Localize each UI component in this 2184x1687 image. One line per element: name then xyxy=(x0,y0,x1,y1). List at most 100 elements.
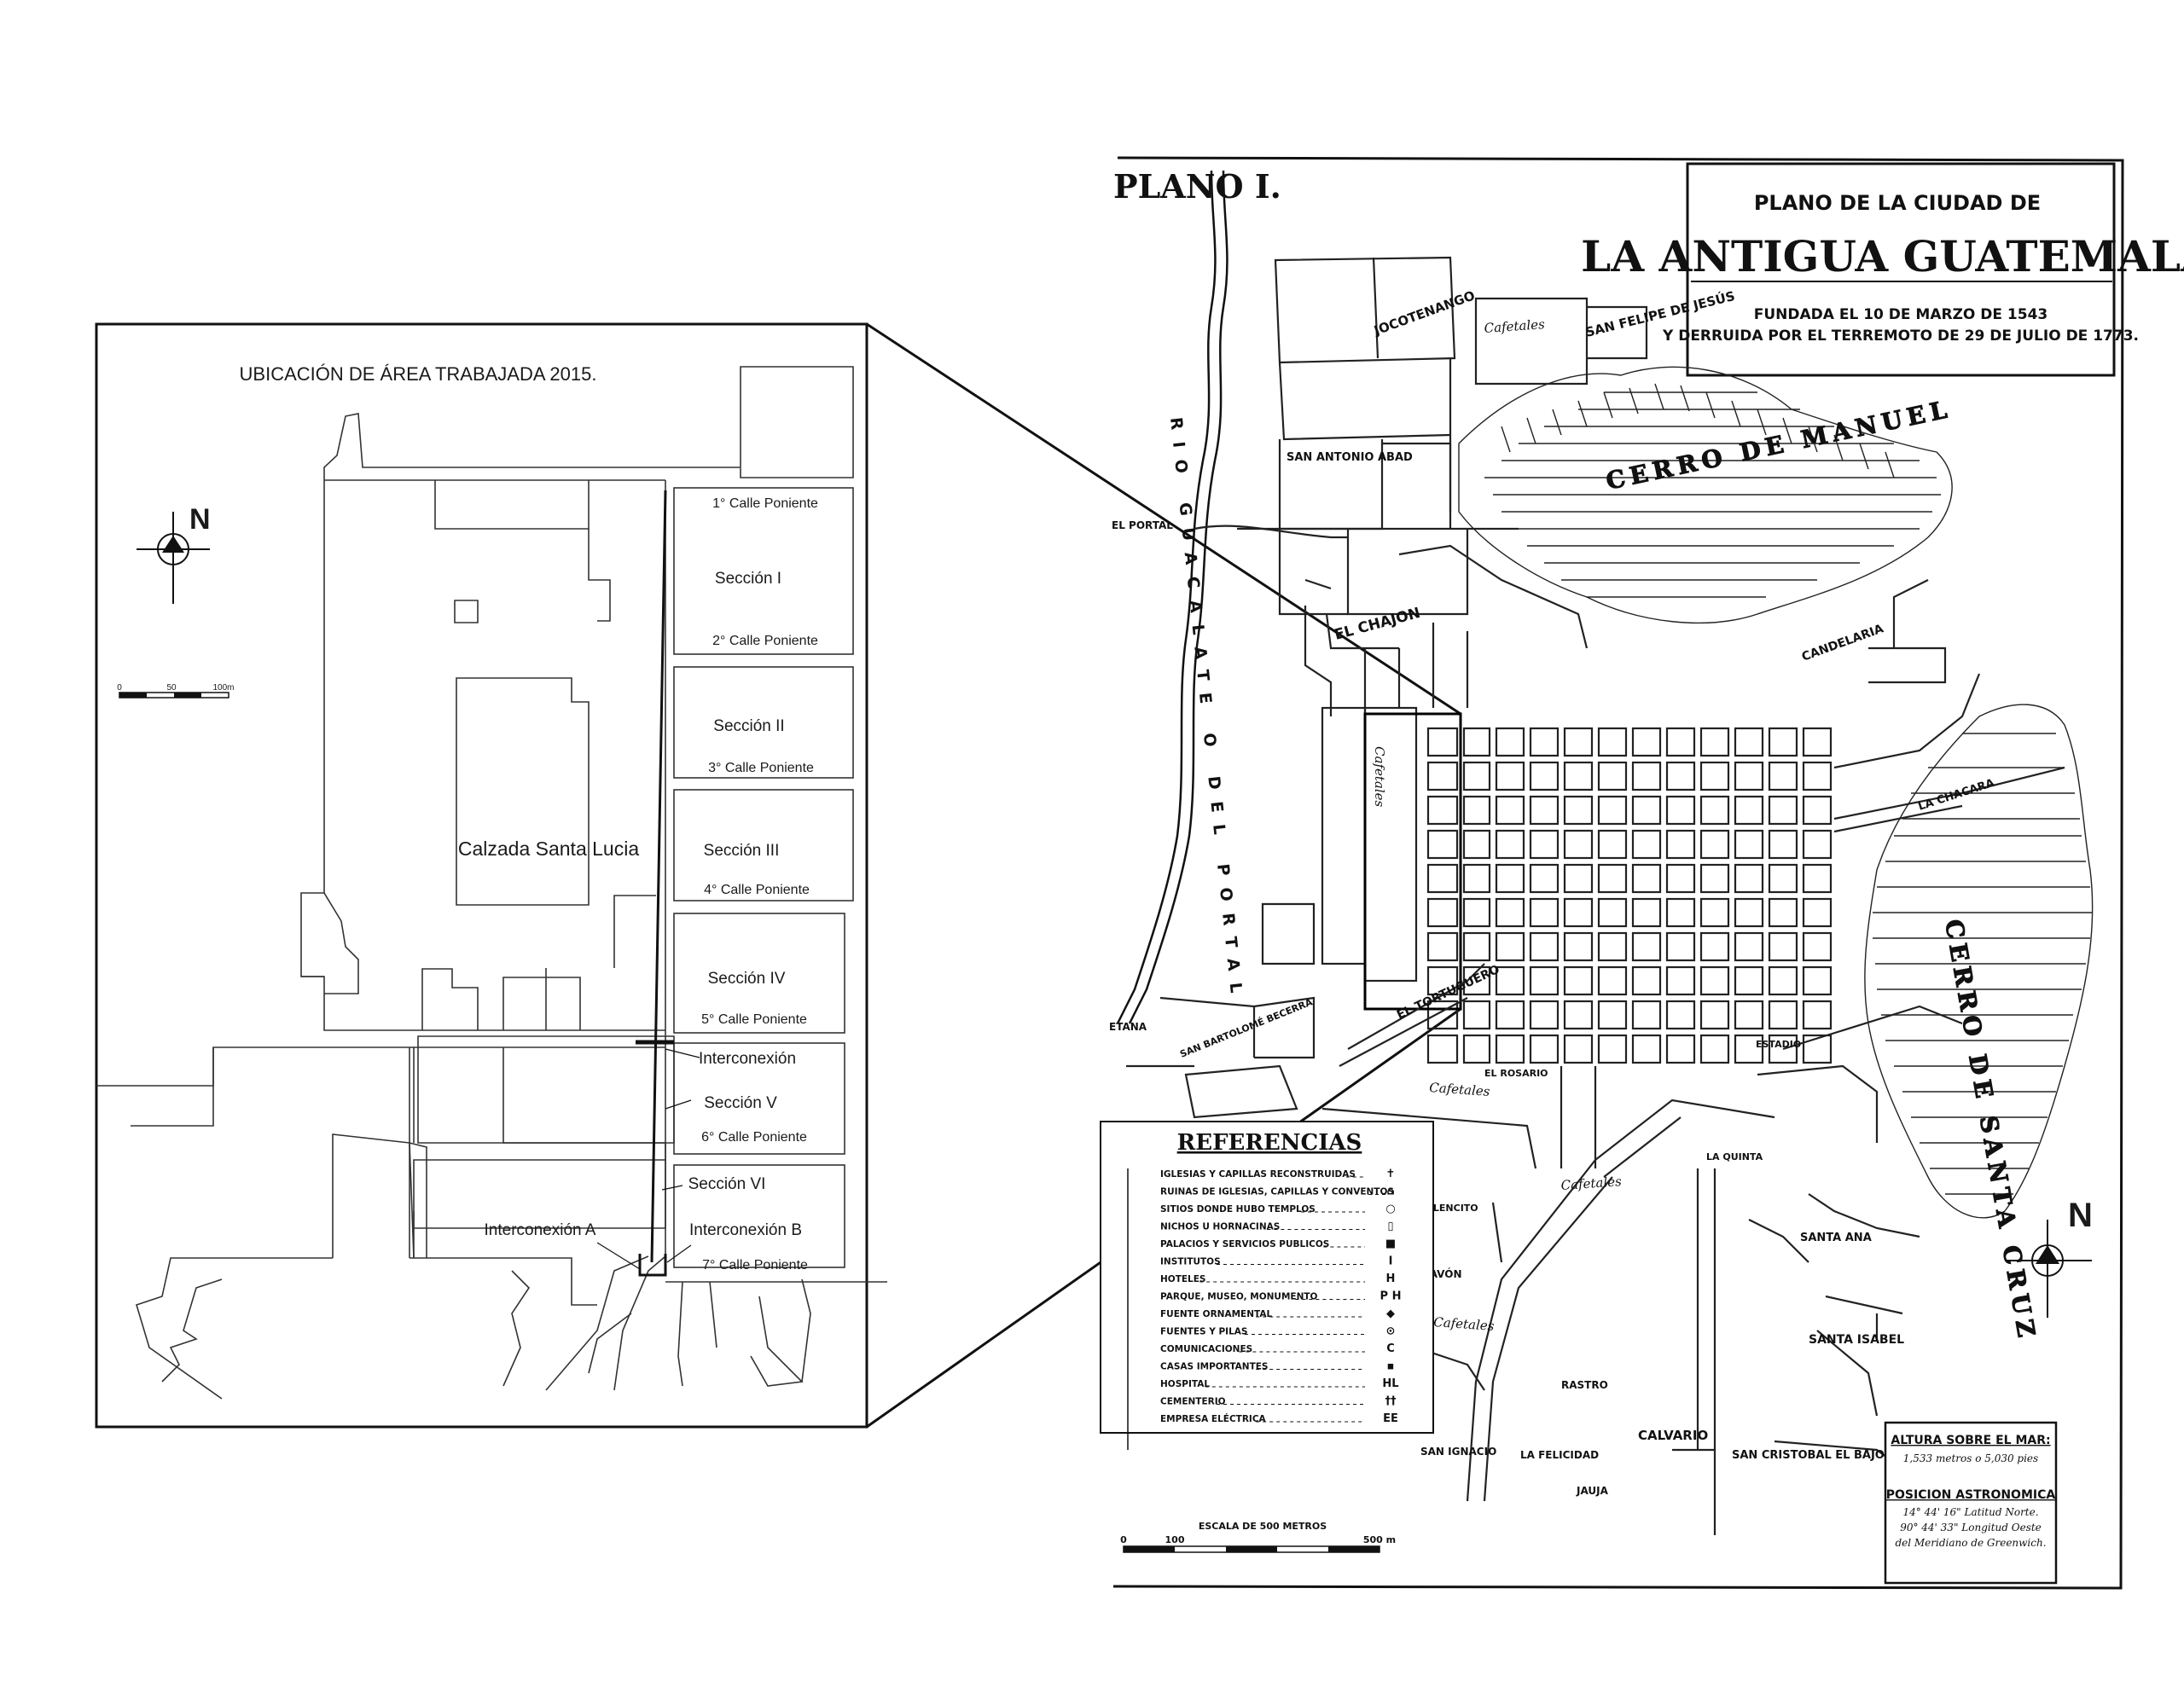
city-block xyxy=(1462,1000,1491,1030)
inset-scale-100: 100m xyxy=(212,683,234,693)
position-box: ALTURA SOBRE EL MAR: 1,533 metros o 5,03… xyxy=(1884,1421,2058,1585)
calzada-label: Calzada Santa Lucia xyxy=(458,838,639,860)
city-block xyxy=(1529,863,1560,894)
north-suburbs xyxy=(1194,256,1648,716)
river-label: RIO GUACALATE O DEL PORTAL xyxy=(1166,416,1246,1006)
section-4-bottom-street: 5° Calle Poniente xyxy=(701,1012,807,1027)
city-block xyxy=(1768,965,1798,996)
city-block xyxy=(1462,965,1491,996)
label-la-quinta: LA QUINTA xyxy=(1706,1151,1763,1162)
city-block xyxy=(1597,1000,1628,1030)
city-block xyxy=(1462,829,1491,860)
city-block xyxy=(1734,761,1764,791)
map-scale-0: 0 xyxy=(1120,1534,1127,1545)
reference-symbol: †† xyxy=(1385,1395,1397,1408)
city-block xyxy=(1699,795,1730,826)
city-block xyxy=(1597,761,1628,791)
city-block xyxy=(1563,965,1594,996)
section-4-label: Sección IV xyxy=(708,970,786,988)
city-block xyxy=(1734,1034,1764,1064)
city-block xyxy=(1597,1034,1628,1064)
city-block xyxy=(1665,931,1696,962)
city-block xyxy=(1563,863,1594,894)
interconexion-b-label: Interconexión B xyxy=(689,1221,802,1239)
city-block xyxy=(1426,931,1459,962)
inset-section-labels: 1° Calle Poniente Sección I 2° Calle Pon… xyxy=(485,496,819,1272)
city-block xyxy=(1495,761,1525,791)
cerro-santa-cruz-hatching: CERRO DE SANTA CRUZ xyxy=(1864,704,2094,1344)
city-block xyxy=(1802,1034,1833,1064)
label-cafetales-1: Cafetales xyxy=(1484,316,1546,336)
city-block xyxy=(1495,1000,1525,1030)
label-cafetales-4: Cafetales xyxy=(1433,1314,1496,1334)
label-san-ignacio: SAN IGNACIO xyxy=(1420,1446,1496,1458)
reference-symbol: H xyxy=(1386,1272,1396,1285)
scale-title: ESCALA DE 500 METROS xyxy=(1199,1521,1327,1532)
reference-item: PARQUE, MUSEO, MONUMENTO xyxy=(1160,1292,1318,1302)
city-block xyxy=(1665,795,1696,826)
section-3-bottom-street: 4° Calle Poniente xyxy=(704,883,810,897)
city-block xyxy=(1495,829,1525,860)
label-estadio: ESTADIO xyxy=(1756,1039,1801,1050)
city-block xyxy=(1734,897,1764,928)
city-block xyxy=(1734,863,1764,894)
label-cafetales-3: Cafetales xyxy=(1560,1174,1623,1193)
map-scale-bar: 0 100 500 m xyxy=(1120,1534,1396,1553)
city-block xyxy=(1802,727,1833,757)
city-block xyxy=(1665,829,1696,860)
city-block xyxy=(1597,931,1628,962)
city-block xyxy=(1699,965,1730,996)
subtitle-line-1: FUNDADA EL 10 DE MARZO DE 1543 xyxy=(1754,306,2048,323)
city-block xyxy=(1699,727,1730,757)
label-cafetales-5: Cafetales xyxy=(1372,746,1387,807)
city-block xyxy=(1495,795,1525,826)
position-line-2: 90° 44' 33" Longitud Oeste xyxy=(1900,1522,2042,1533)
city-block xyxy=(1802,829,1833,860)
city-block xyxy=(1631,761,1662,791)
city-block xyxy=(1631,897,1662,928)
city-block xyxy=(1631,931,1662,962)
city-block xyxy=(1462,727,1491,757)
inset-parcels xyxy=(96,366,887,1400)
plano-label: PLANO I. xyxy=(1113,167,1281,206)
reference-symbol: ✝ xyxy=(1386,1168,1396,1180)
study-area-rectangle xyxy=(1363,712,1462,1011)
city-block xyxy=(1734,965,1764,996)
title-line-2: LA ANTIGUA GUATEMALA xyxy=(1581,231,2184,281)
section-5-label: Sección V xyxy=(704,1094,777,1112)
city-block xyxy=(1768,863,1798,894)
reference-item: SITIOS DONDE HUBO TEMPLOS xyxy=(1160,1204,1316,1215)
label-el-rosario: EL ROSARIO xyxy=(1484,1068,1548,1079)
city-block xyxy=(1462,931,1491,962)
city-grid xyxy=(1321,706,1833,1064)
city-block xyxy=(1665,761,1696,791)
section-5-bottom-street: 6° Calle Poniente xyxy=(701,1130,807,1145)
reference-item: FUENTE ORNAMENTAL xyxy=(1160,1309,1272,1319)
city-block xyxy=(1665,1034,1696,1064)
historic-map: PLANO I. PLANO DE LA CIUDAD DE LA ANTIGU… xyxy=(1100,156,2184,1590)
inset-title: UBICACIÓN DE ÁREA TRABAJADA 2015. xyxy=(240,363,597,385)
label-santa-isabel: SANTA ISABEL xyxy=(1809,1333,1904,1347)
reference-item: FUENTES Y PILAS xyxy=(1160,1327,1247,1337)
city-block xyxy=(1529,1034,1560,1064)
reference-symbol: C xyxy=(1386,1342,1395,1355)
city-block xyxy=(1426,761,1459,791)
inset-scale-bar: 0 50 100m xyxy=(117,683,235,699)
reference-item: INSTITUTOS xyxy=(1160,1257,1221,1267)
city-block xyxy=(1462,897,1491,928)
city-block xyxy=(1597,965,1628,996)
city-block xyxy=(1426,897,1459,928)
city-block xyxy=(1768,795,1798,826)
city-block xyxy=(1529,931,1560,962)
city-block xyxy=(1768,931,1798,962)
section-6-bottom-street: 7° Calle Poniente xyxy=(702,1258,808,1272)
references-box: REFERENCIAS IGLESIAS Y CAPILLAS RECONSTR… xyxy=(1100,1121,1434,1553)
city-block xyxy=(1462,761,1491,791)
city-block xyxy=(1802,897,1833,928)
city-block xyxy=(1597,863,1628,894)
label-estacion: ETANA xyxy=(1109,1021,1147,1033)
reference-item: CASAS IMPORTANTES xyxy=(1160,1362,1269,1372)
label-el-tortuguero: EL TORTUGUERO xyxy=(1395,963,1502,1023)
city-block xyxy=(1768,761,1798,791)
cerro-manuel-hatching: CERRO DE MANUEL xyxy=(1458,366,1955,624)
